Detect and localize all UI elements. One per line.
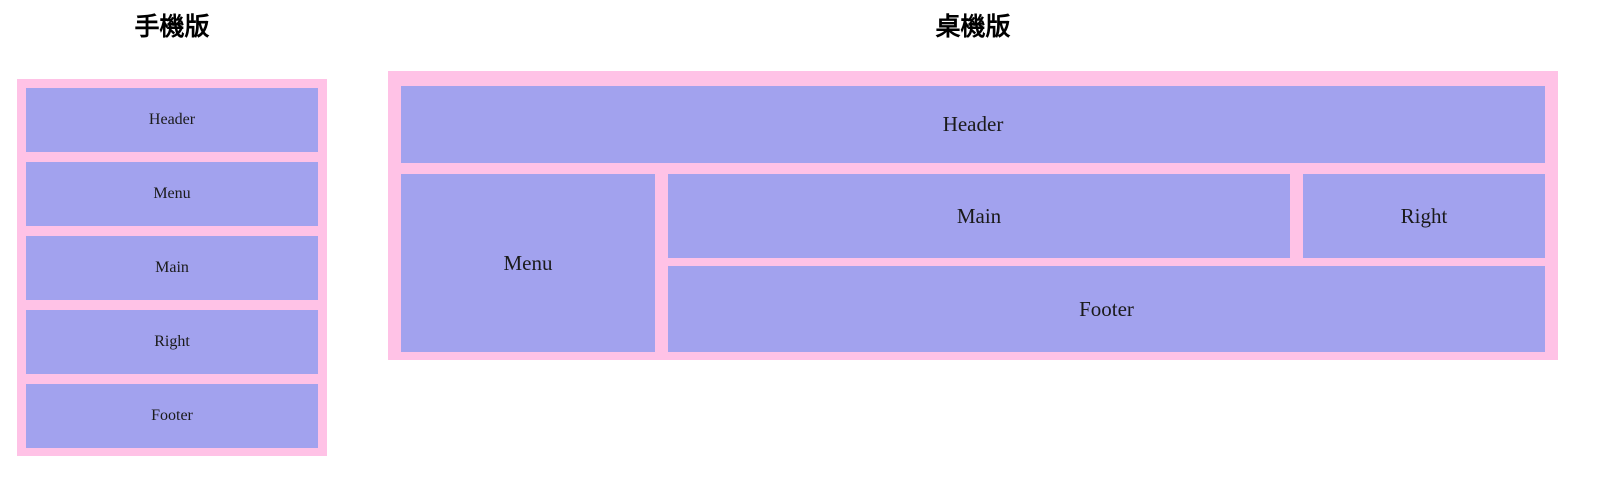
mobile-block-menu-label: Menu (153, 185, 191, 202)
mobile-block-right-label: Right (154, 333, 190, 350)
mobile-block-footer: Footer (26, 384, 318, 448)
desktop-block-right: Right (1303, 174, 1545, 258)
desktop-wireframe-container: Header Menu Main Right Footer (388, 71, 1558, 360)
mobile-block-main-label: Main (155, 259, 189, 276)
desktop-block-menu-label: Menu (503, 250, 553, 275)
desktop-block-right-label: Right (1400, 203, 1448, 228)
desktop-block-header-label: Header (942, 112, 1004, 136)
desktop-block-footer-label: Footer (1079, 296, 1134, 321)
mobile-section-title: 手機版 (134, 12, 210, 41)
desktop-section-title: 桌機版 (935, 12, 1011, 41)
desktop-block-main-label: Main (956, 203, 1002, 228)
mobile-block-main: Main (26, 236, 318, 300)
mobile-block-footer-label: Footer (151, 407, 193, 424)
mobile-block-menu: Menu (26, 162, 318, 226)
mobile-block-right: Right (26, 310, 318, 374)
desktop-block-menu: Menu (401, 174, 655, 352)
mobile-block-header-label: Header (148, 111, 196, 128)
desktop-block-header: Header (401, 86, 1545, 163)
desktop-block-main: Main (668, 174, 1290, 258)
mobile-wireframe-container: Header Menu Main Right Footer (17, 79, 327, 456)
desktop-block-footer: Footer (668, 266, 1545, 352)
mobile-block-header: Header (26, 88, 318, 152)
